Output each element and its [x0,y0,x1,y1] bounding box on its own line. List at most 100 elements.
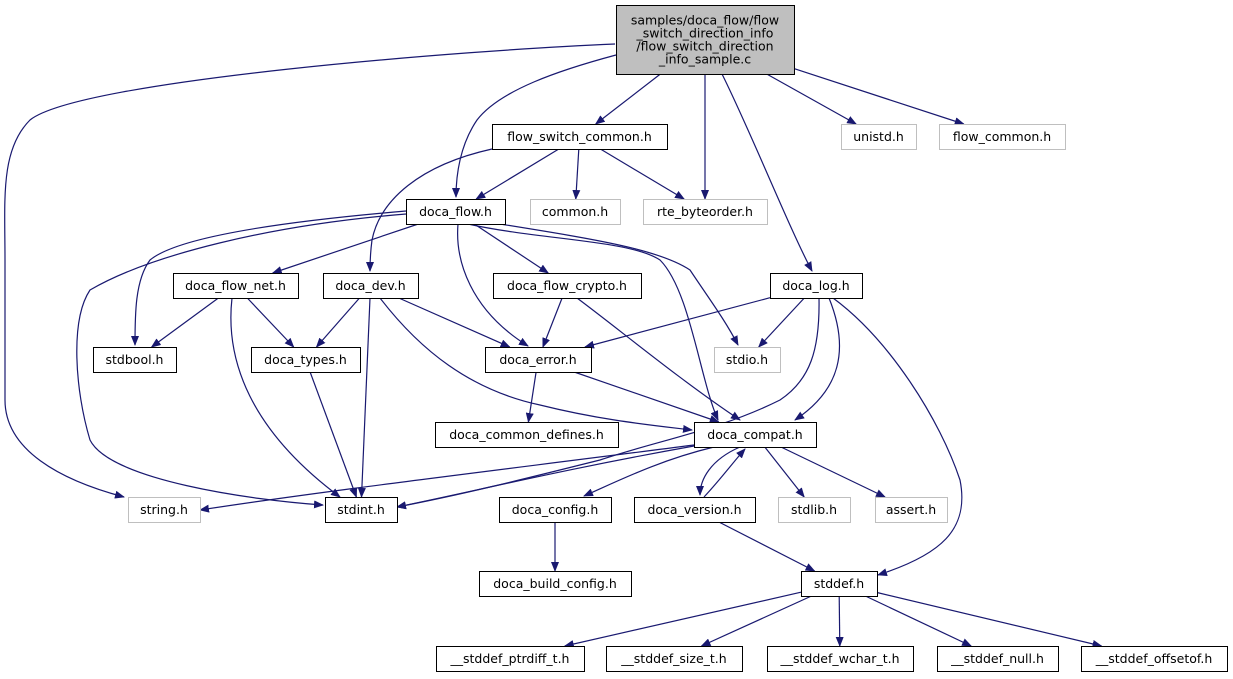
node-label: flow_common.h [953,129,1051,144]
edge-root-to-unistd [766,73,857,125]
node-stddef-size[interactable]: __stddef_size_t.h [606,646,743,672]
node-label: doca_log.h [782,278,849,293]
node-doca-build-config[interactable]: doca_build_config.h [479,571,632,597]
node-label: doca_error.h [499,352,576,367]
node-label: doca_dev.h [335,278,405,293]
node-label: doca_build_config.h [493,576,617,591]
node-label: __stddef_null.h [950,651,1044,666]
node-box [435,422,619,448]
node-label: doca_types.h [264,352,347,367]
edge-doca-flow-to-stdbool [131,210,407,346]
node-label: unistd.h [853,129,904,144]
node-rte-byteorder: rte_byteorder.h [643,199,768,225]
edge-flow-switch-common-to-doca-dev [366,148,493,272]
edge-doca-types-to-stdint [309,371,358,498]
node-doca-common-defines[interactable]: doca_common_defines.h [435,422,619,448]
edge-stddef-to-stddef-wchar [835,595,844,647]
node-doca-config[interactable]: doca_config.h [499,497,612,523]
node-box [939,124,1066,150]
edge-doca-compat-to-doca-config [583,446,715,497]
node-box [634,497,756,523]
edge-doca-flow-to-doca-compat [467,223,719,421]
node-box [251,347,361,373]
edge-flow-switch-common-to-rte-byteorder [600,148,685,200]
node-stdint[interactable]: stdint.h [325,497,398,523]
node-common: common.h [530,199,621,225]
node-unistd: unistd.h [841,124,917,150]
node-box [128,497,201,523]
node-stddef-ptrdiff[interactable]: __stddef_ptrdiff_t.h [436,646,585,672]
node-doca-error[interactable]: doca_error.h [485,347,592,373]
node-box [479,571,632,597]
node-box [93,347,177,373]
node-box [1081,646,1228,672]
edge-stddef-to-stddef-offsetof [876,591,1103,648]
node-stddef-wchar[interactable]: __stddef_wchar_t.h [767,646,914,672]
edge-doca-dev-to-doca-error [398,297,511,348]
node-doca-dev[interactable]: doca_dev.h [323,273,419,299]
node-box [173,273,299,299]
node-box [493,273,642,299]
edge-doca-version-to-doca-compat [703,448,746,498]
edge-doca-compat-to-doca-version [696,446,741,496]
node-doca-log[interactable]: doca_log.h [770,273,863,299]
node-label: flow_switch_common.h [507,129,652,144]
node-box [616,5,795,75]
node-label: rte_byteorder.h [657,204,753,219]
edge-doca-flow-to-doca-flow-crypto [473,223,550,274]
edge-doca-log-to-doca-error [584,297,771,349]
edge-stddef-to-stddef-null [865,595,973,647]
node-stdlib: stdlib.h [778,497,851,523]
node-string: string.h [128,497,201,523]
node-label: __stddef_wchar_t.h [780,651,900,666]
node-flow-common: flow_common.h [939,124,1066,150]
node-label: stdio.h [726,352,768,367]
node-box [801,571,878,597]
edge-doca-flow-to-doca-error [457,223,529,347]
node-label: doca_config.h [512,502,599,517]
node-box [778,497,851,523]
edges [4,43,1103,648]
edge-doca-compat-to-stdlib [764,446,805,498]
edge-doca-flow-net-to-doca-types [246,297,295,348]
node-doca-compat[interactable]: doca_compat.h [694,422,817,448]
node-box [606,646,743,672]
node-doca-flow-crypto[interactable]: doca_flow_crypto.h [493,273,642,299]
node-label: doca_version.h [647,502,741,517]
node-label: stddef.h [814,576,864,591]
node-stdbool[interactable]: stdbool.h [93,347,177,373]
edge-doca-compat-to-assert [780,446,886,498]
edge-doca-dev-to-doca-compat [379,297,693,433]
node-label: common.h [542,204,608,219]
node-doca-flow[interactable]: doca_flow.h [406,199,506,225]
edge-stddef-to-stddef-ptrdiff [563,591,802,648]
node-label: stdbool.h [106,352,164,367]
node-stddef-null[interactable]: __stddef_null.h [937,646,1059,672]
node-doca-version[interactable]: doca_version.h [634,497,756,523]
edge-doca-log-to-stdio [758,297,805,348]
node-doca-flow-net[interactable]: doca_flow_net.h [173,273,299,299]
edge-doca-log-to-stdint [396,297,820,510]
edge-doca-flow-to-stdio [499,223,739,346]
node-doca-types[interactable]: doca_types.h [251,347,361,373]
node-root[interactable]: samples/doca_flow/flow_switch_direction_… [616,5,795,75]
node-flow-switch-common[interactable]: flow_switch_common.h [492,124,668,150]
node-box [770,273,863,299]
node-box [323,273,419,299]
nodes: samples/doca_flow/flow_switch_direction_… [93,5,1228,672]
node-stddef[interactable]: stddef.h [801,571,878,597]
node-label: doca_flow_net.h [185,278,286,293]
node-box [937,646,1059,672]
node-stddef-offsetof[interactable]: __stddef_offsetof.h [1081,646,1228,672]
node-label: doca_compat.h [707,427,802,442]
node-label: assert.h [886,502,936,517]
node-label: __stddef_ptrdiff_t.h [450,651,570,666]
node-label: samples/doca_flow/flow [631,13,779,28]
edge-doca-compat-to-string [199,444,695,513]
node-box [530,199,621,225]
edge-doca-error-to-doca-common-defines [525,371,537,423]
node-box [694,422,817,448]
node-label: stdint.h [337,502,385,517]
edge-root-to-doca-log [721,73,813,272]
